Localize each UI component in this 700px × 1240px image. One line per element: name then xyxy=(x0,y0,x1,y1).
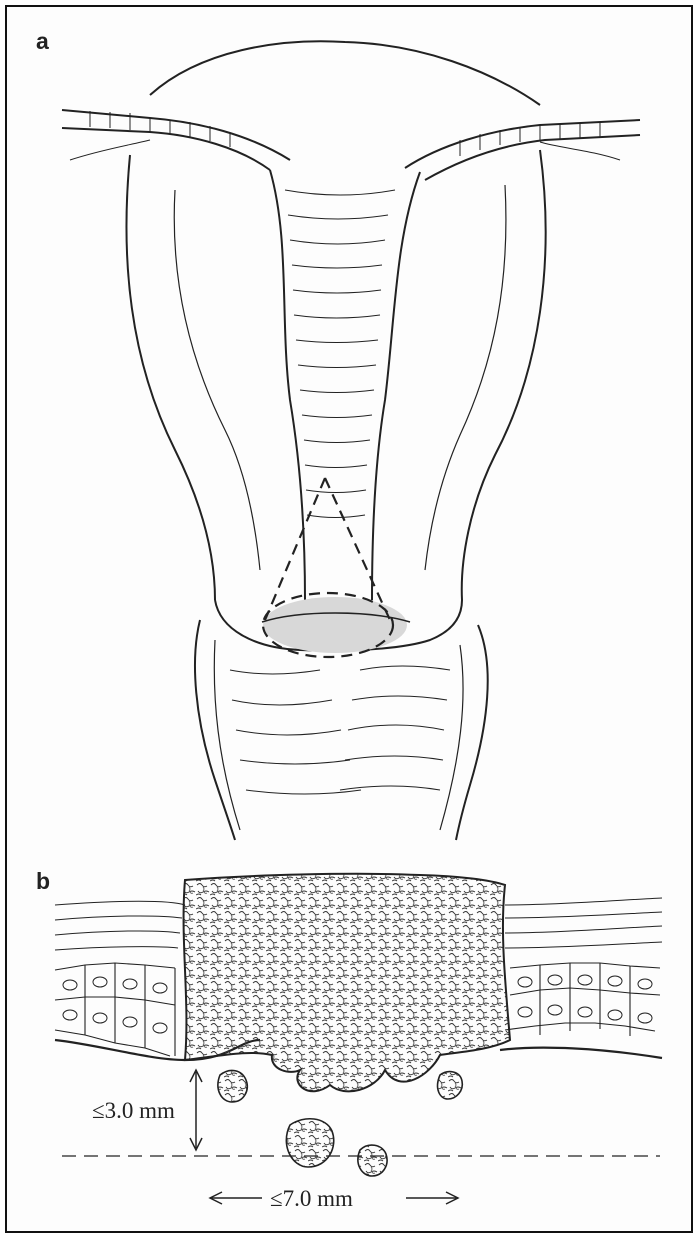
uterine-wall-right xyxy=(462,150,546,600)
tumor-nest xyxy=(286,1119,333,1167)
endocervical-canal-right xyxy=(372,172,420,600)
uterine-wall-left xyxy=(126,155,215,600)
tumor-nest xyxy=(438,1072,463,1099)
panel-a-drawing xyxy=(62,41,640,840)
panel-b-drawing xyxy=(55,874,662,1204)
invasive-tumor xyxy=(184,874,510,1092)
depth-measurement: ≤3.0 mm xyxy=(92,1098,175,1123)
uterine-fundus xyxy=(150,41,540,105)
shaded-lesion xyxy=(263,597,407,653)
tumor-nest xyxy=(358,1145,387,1176)
width-measurement: ≤7.0 mm xyxy=(270,1186,353,1211)
tumor-nest xyxy=(218,1070,247,1102)
